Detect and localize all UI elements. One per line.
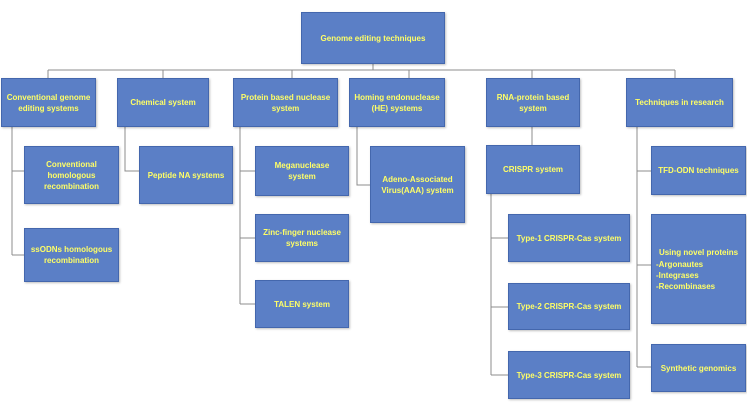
- connector-homing: [356, 127, 370, 186]
- connector-crispr: [490, 194, 508, 376]
- node-meganuclease: Meganuclease system: [255, 146, 349, 196]
- node-conventional-homologous: Conventional homologous recombination: [24, 146, 119, 204]
- node-tfd-odn-label: TFD-ODN techniques: [658, 166, 739, 175]
- category-chemical-label: Chemical system: [130, 98, 196, 107]
- list-item: -Integrases: [656, 270, 699, 280]
- node-zinc-finger: Zinc-finger nuclease systems: [255, 214, 349, 262]
- root-label: Genome editing techniques: [320, 33, 426, 43]
- category-research: Techniques in research: [626, 78, 733, 127]
- node-aav: Adeno-Associated Virus(AAA) system: [370, 146, 465, 223]
- node-aav-label: Adeno-Associated Virus(AAA) system: [381, 174, 454, 195]
- connector-conventional: [11, 127, 24, 256]
- category-conventional: Conventional genome editing systems: [1, 78, 96, 127]
- novel-proteins-list: -Argonautes -Integrases -Recombinases: [656, 259, 741, 292]
- node-crispr-label: CRISPR system: [502, 165, 564, 174]
- category-protein-label: Protein based nuclease system: [240, 92, 331, 113]
- node-type2-label: Type-2 CRISPR-Cas system: [516, 302, 622, 311]
- root-node: Genome editing techniques: [301, 12, 445, 64]
- node-ssodns: ssODNs homologous recombination: [24, 228, 119, 282]
- node-crispr: CRISPR system: [486, 145, 580, 194]
- node-tfd-odn: TFD-ODN techniques: [651, 146, 746, 195]
- node-meganuclease-label: Meganuclease system: [274, 161, 330, 181]
- node-synthetic-label: Synthetic genomics: [660, 363, 737, 373]
- node-novel-proteins: Using novel proteins -Argonautes -Integr…: [651, 214, 746, 324]
- category-protein: Protein based nuclease system: [233, 78, 338, 127]
- connector-protein: [239, 127, 255, 305]
- node-peptide-label: Peptide NA systems: [147, 170, 225, 180]
- category-chemical: Chemical system: [117, 78, 209, 127]
- node-talen: TALEN system: [255, 280, 349, 328]
- connector-chemical: [124, 127, 139, 172]
- list-item: -Argonautes: [656, 259, 704, 269]
- category-homing: Homing endonuclease (HE) systems: [349, 78, 445, 127]
- node-type3: Type-3 CRISPR-Cas system: [508, 351, 630, 399]
- node-talen-label: TALEN system: [274, 299, 330, 309]
- category-conventional-label: Conventional genome editing systems: [6, 92, 91, 113]
- category-research-label: Techniques in research: [635, 98, 724, 107]
- node-type1: Type-1 CRISPR-Cas system: [508, 214, 630, 262]
- list-item: -Recombinases: [656, 281, 716, 291]
- node-peptide: Peptide NA systems: [139, 146, 233, 204]
- node-novel-proteins-title: Using novel proteins: [658, 247, 739, 257]
- connector-research: [636, 127, 651, 368]
- category-homing-label: Homing endonuclease (HE) systems: [354, 92, 440, 113]
- category-rna-label: RNA-protein based system: [496, 92, 570, 113]
- node-conventional-homologous-label: Conventional homologous recombination: [43, 159, 100, 191]
- node-type1-label: Type-1 CRISPR-Cas system: [516, 233, 622, 243]
- node-ssodns-label: ssODNs homologous recombination: [30, 245, 113, 265]
- node-zinc-finger-label: Zinc-finger nuclease systems: [263, 228, 341, 248]
- node-synthetic: Synthetic genomics: [651, 344, 746, 392]
- node-type2: Type-2 CRISPR-Cas system: [508, 283, 630, 330]
- node-type3-label: Type-3 CRISPR-Cas system: [516, 370, 622, 380]
- category-rna: RNA-protein based system: [486, 78, 580, 127]
- connector-root: [47, 64, 676, 78]
